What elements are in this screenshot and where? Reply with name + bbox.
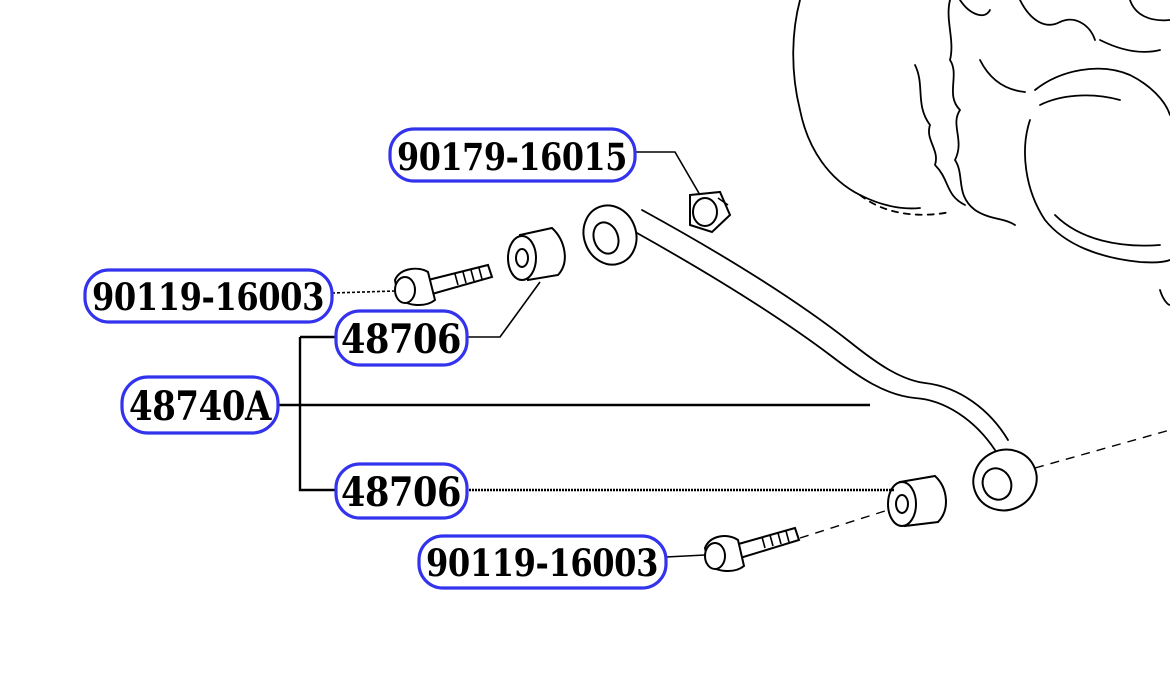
lower-bushing-part	[799, 474, 947, 539]
upper-bushing-part	[507, 226, 566, 282]
callout-90119-16003-upper[interactable]: 90119-16003	[83, 268, 334, 324]
callout-48706-upper[interactable]: 48706	[334, 309, 469, 367]
part-number-label: 48706	[341, 469, 461, 516]
housing-outline	[792, 0, 1170, 306]
callout-border	[334, 309, 469, 367]
callout-90179-16015[interactable]: 90179-16015	[388, 127, 637, 183]
callout-border	[417, 534, 668, 590]
upper-bolt-part	[393, 263, 494, 306]
part-number-label: 48706	[341, 316, 461, 363]
leader-lines	[278, 151, 895, 558]
lower-bolt-part	[703, 526, 801, 572]
part-number-label: 90179-16015	[397, 135, 627, 179]
part-number-label: 90119-16003	[92, 275, 324, 319]
callout-90119-16003-lower[interactable]: 90119-16003	[417, 534, 668, 590]
part-number-label: 90119-16003	[426, 541, 658, 585]
callout-48706-lower[interactable]: 48706	[334, 462, 469, 520]
top-nut-part	[689, 190, 732, 234]
part-number-label: 48740A	[129, 383, 272, 430]
callout-border	[334, 462, 469, 520]
callout-border	[83, 268, 334, 324]
lateral-rod	[582, 204, 1170, 512]
callout-48740A[interactable]: 48740A	[120, 375, 280, 435]
callout-border	[120, 375, 280, 435]
callout-border	[388, 127, 637, 183]
